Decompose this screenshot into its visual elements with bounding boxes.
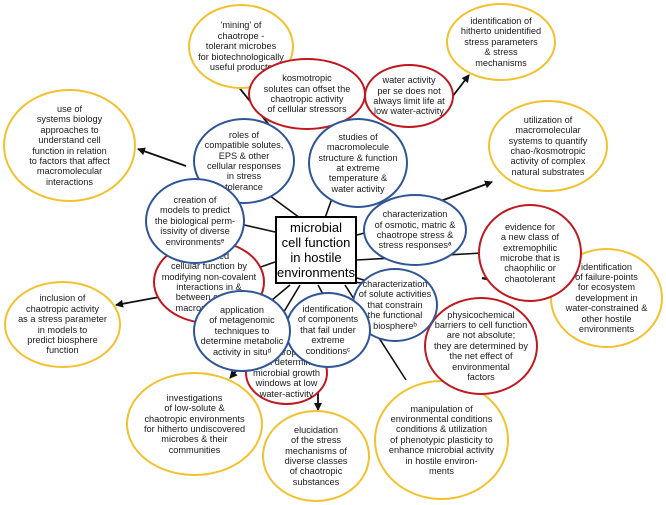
node-identification-components-text: identification of components that fail u…: [297, 303, 359, 356]
node-water-activity-text: water activity per se does not always li…: [373, 75, 445, 117]
node-application-text: application of metagenomic techniques to…: [200, 304, 284, 357]
node-manipulation-text: manipulation of environmental conditions…: [388, 403, 495, 477]
node-studies-text: studies of macromolecule structure & fun…: [318, 131, 398, 194]
node-creation: creation of models to predict the biolog…: [145, 178, 245, 264]
node-characterization-stress-text: characterization of osmotic, matric & ch…: [374, 209, 456, 251]
node-kosmotropic: kosmotropic solutes can offset the chaot…: [248, 58, 366, 130]
node-investigations: investigations of low-solute & chaotropi…: [126, 372, 263, 476]
node-application: application of metagenomic techniques to…: [193, 290, 291, 372]
node-characterization-stress: characterization of osmotic, matric & ch…: [363, 194, 467, 266]
node-manipulation: manipulation of environmental conditions…: [374, 380, 509, 500]
node-systems-biology-text: use of systems biology approaches to und…: [29, 103, 110, 187]
node-kosmotropic-text: kosmotropic solutes can offset the chaot…: [263, 73, 351, 115]
node-elucidation: elucidation of the stress mechanisms of …: [262, 410, 370, 502]
node-evidence: evidence for a new class of extremophili…: [478, 204, 582, 302]
node-systems-biology: use of systems biology approaches to und…: [3, 89, 136, 202]
arrow-utilization: [437, 180, 493, 203]
node-inclusion: inclusion of chaotropic activity as a st…: [4, 281, 121, 368]
node-evidence-text: evidence for a new class of extremophili…: [500, 221, 560, 284]
node-utilization-text: utilization of macromolecular systems to…: [508, 114, 588, 177]
node-creation-text: creation of models to predict the biolog…: [154, 194, 236, 247]
node-physicochemical-text: physicochemical barriers to cell functio…: [434, 309, 528, 383]
node-identification-stress: identification of hitherto unidentified …: [446, 3, 556, 81]
node-studies: studies of macromolecule structure & fun…: [308, 118, 408, 208]
arrow-systems-biology: [137, 147, 187, 167]
node-characterization-solute-text: characterization of solute activities th…: [358, 278, 432, 331]
node-identification-components: identification of components that fail u…: [285, 292, 371, 368]
node-water-activity: water activity per se does not always li…: [364, 64, 454, 128]
node-mining-text: 'mining' of chaotrope - tolerant microbe…: [198, 20, 284, 73]
center-text: microbial cell function in hostile envir…: [276, 220, 356, 280]
node-inclusion-text: inclusion of chaotropic activity as a st…: [18, 293, 107, 356]
node-physicochemical: physicochemical barriers to cell functio…: [424, 297, 538, 395]
node-roles-text: roles of compatible solutes, EPS & other…: [204, 129, 284, 192]
node-utilization: utilization of macromolecular systems to…: [488, 100, 608, 192]
center-box: microbial cell function in hostile envir…: [275, 216, 357, 284]
node-failure-points: identification of failure-points for eco…: [550, 248, 663, 348]
node-elucidation-text: elucidation of the stress mechanisms of …: [284, 424, 348, 487]
spoke-creation: [239, 223, 276, 233]
node-failure-points-text: identification of failure-points for eco…: [565, 261, 648, 335]
spoke-application: [271, 284, 291, 301]
node-investigations-text: investigations of low-solute & chaotropi…: [143, 392, 246, 455]
node-identification-stress-text: identification of hitherto unidentified …: [460, 15, 542, 68]
